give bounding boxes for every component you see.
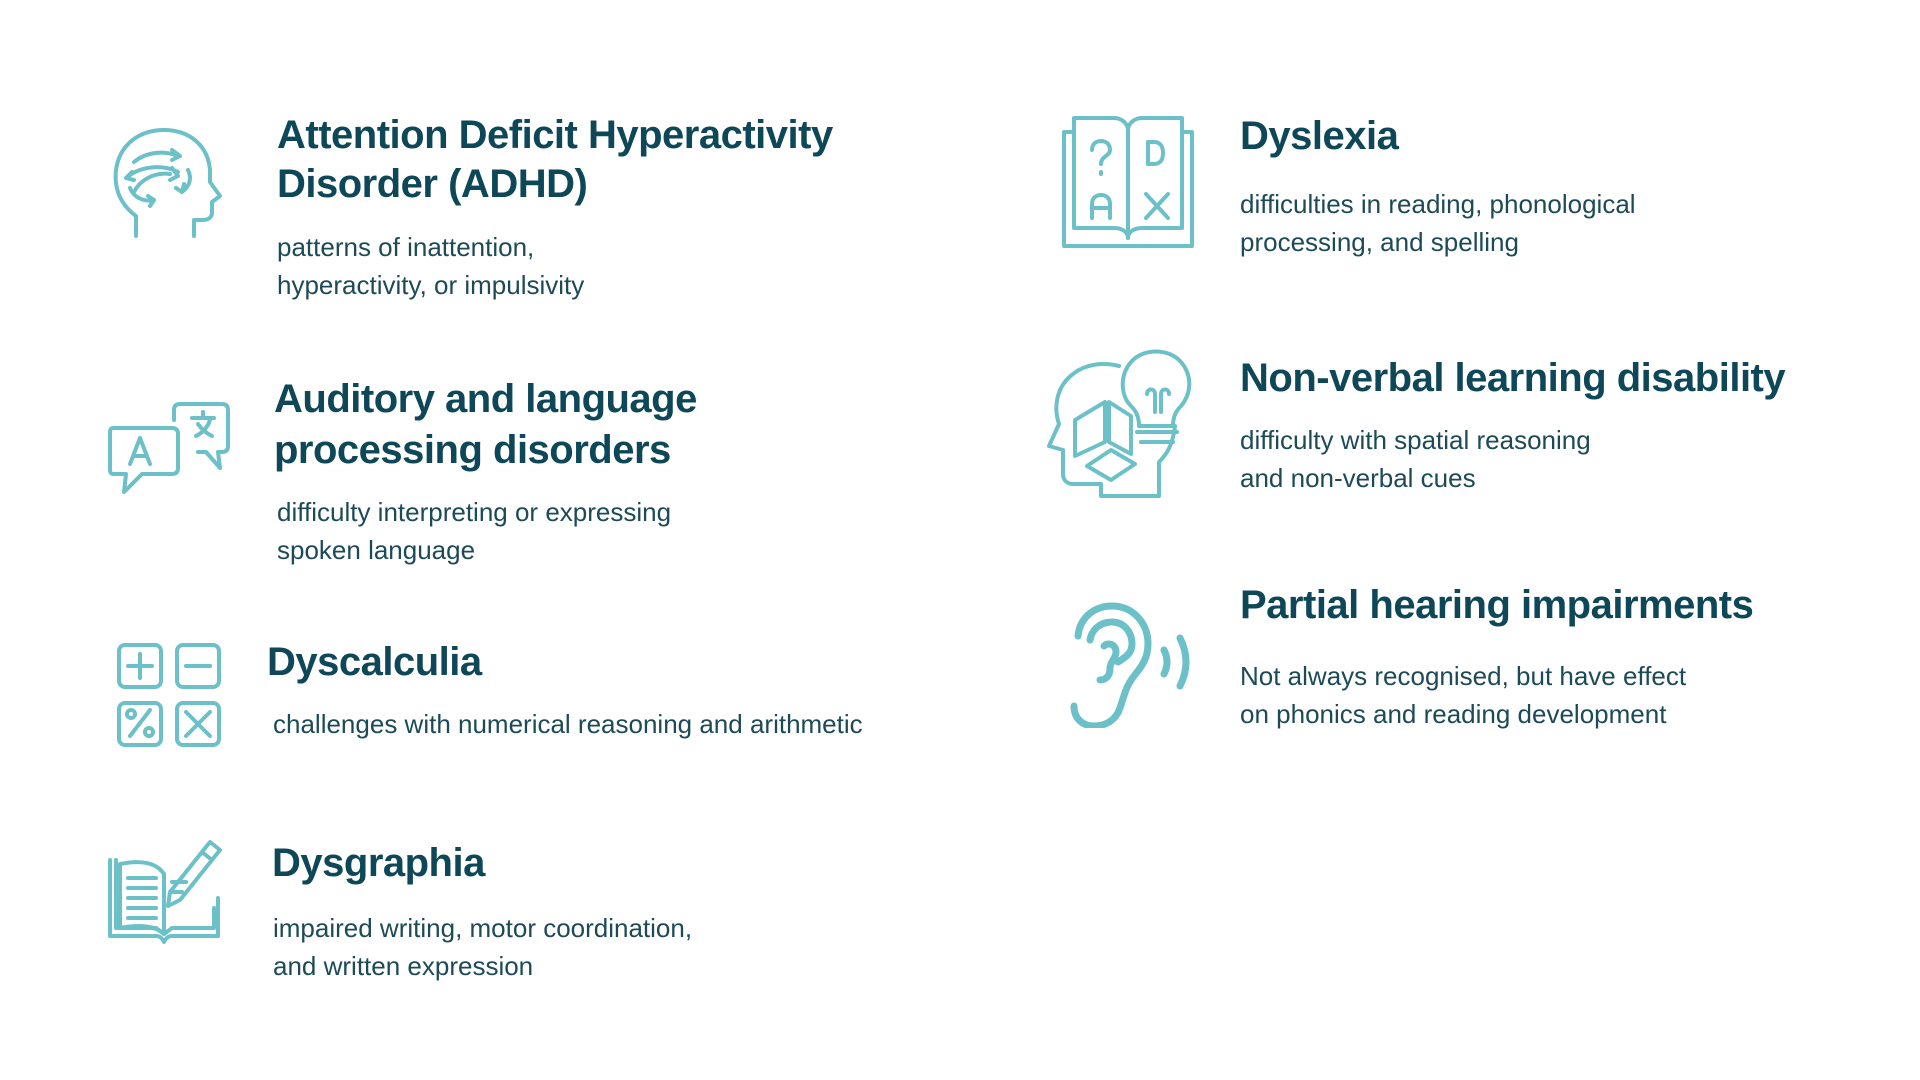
math-operators-icon: [116, 642, 224, 750]
dyscalculia-description: challenges with numerical reasoning and …: [273, 709, 863, 739]
head-arrows-icon: [112, 126, 222, 238]
adhd-description: patterns of inattention,hyperactivity, o…: [277, 232, 585, 300]
dyslexia-title: Dyslexia: [1240, 114, 1399, 158]
book-pencil-icon: [106, 838, 224, 950]
ear-icon: [1070, 602, 1196, 730]
nonverbal-title: Non-verbal learning disability: [1240, 356, 1786, 400]
book-letters-icon: [1060, 114, 1196, 250]
hearing-title: Partial hearing impairments: [1240, 583, 1754, 627]
speech-bubbles-translate-icon: [108, 400, 230, 496]
dysgraphia-description: impaired writing, motor coordination,and…: [273, 913, 693, 981]
head-lightbulb-icon: [1047, 346, 1197, 498]
dysgraphia-title: Dysgraphia: [272, 841, 485, 885]
dyscalculia-title: Dyscalculia: [267, 640, 482, 684]
